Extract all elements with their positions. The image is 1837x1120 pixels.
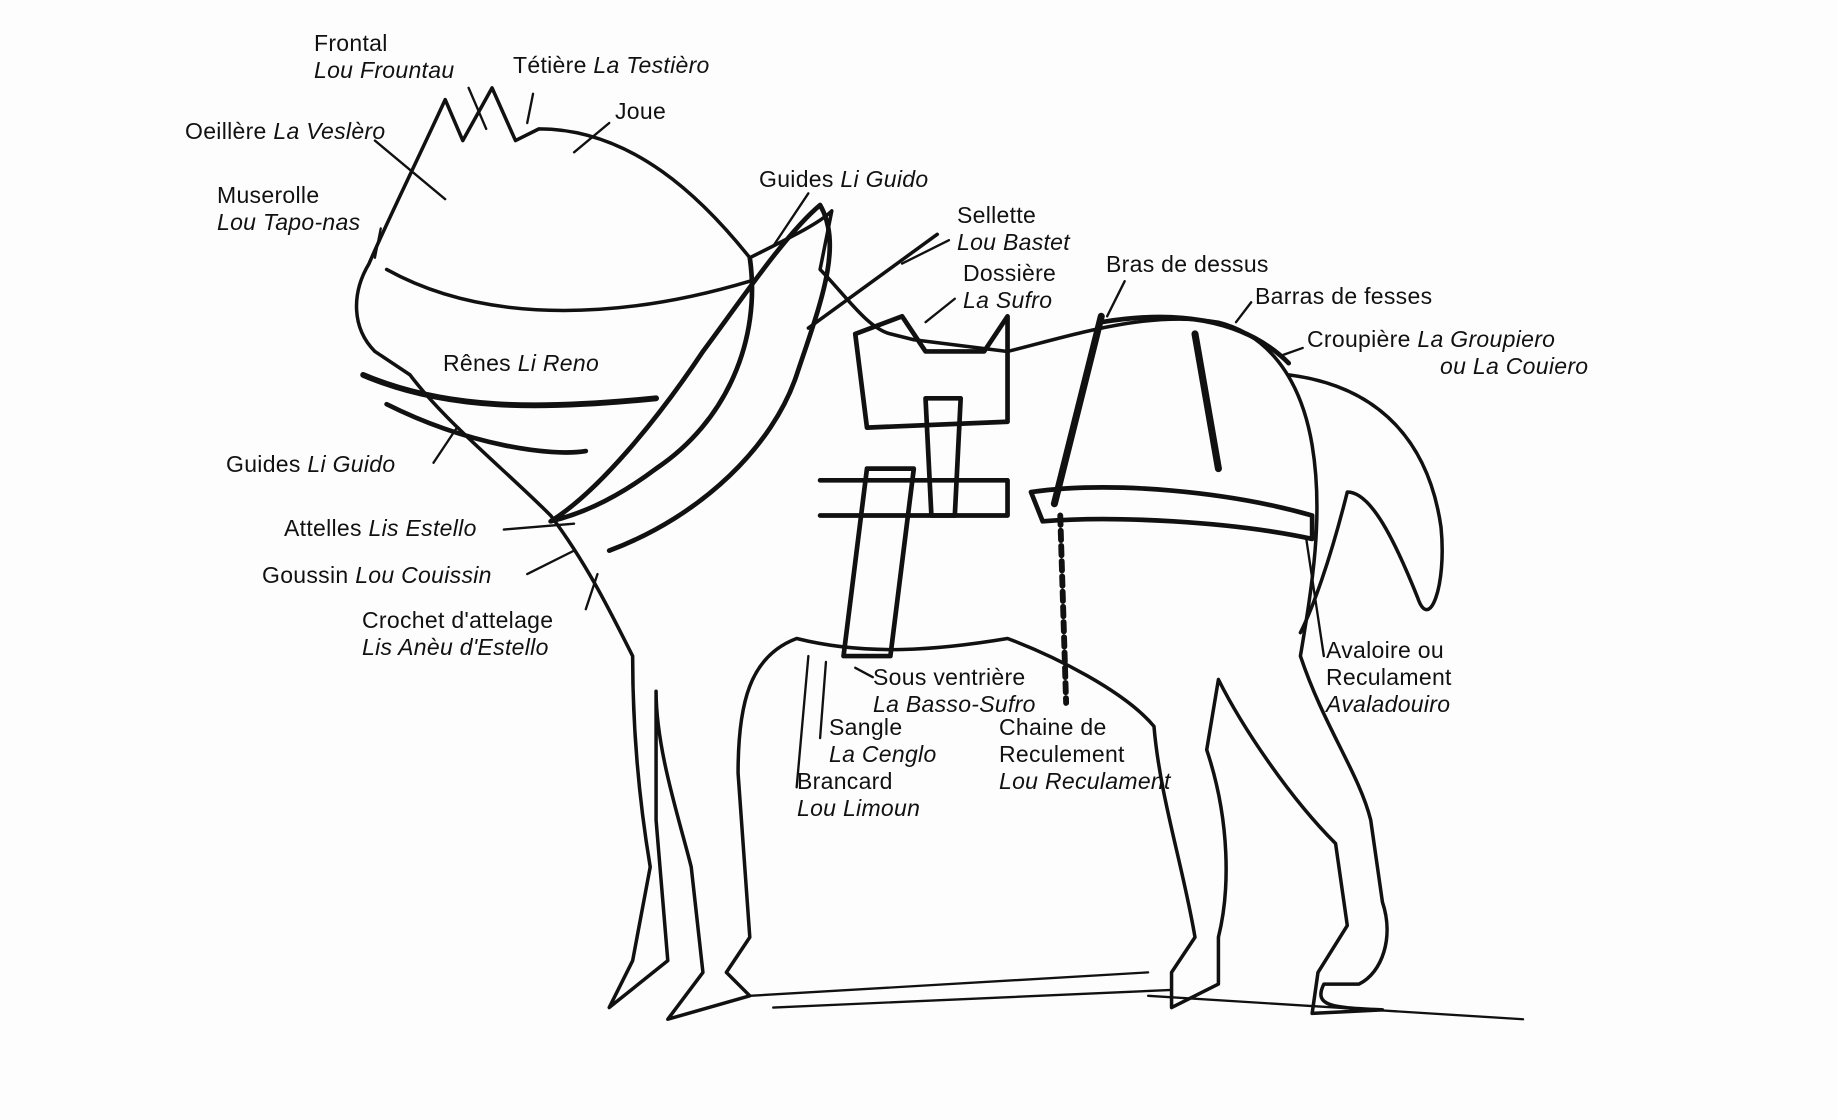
label-fr: Bras de dessus: [1106, 251, 1269, 277]
label-fr: Guides: [226, 451, 301, 477]
label-oc: La Veslèro: [273, 118, 386, 144]
label-oc: La Basso-Sufro: [873, 691, 1036, 717]
label-fr: Muserolle: [217, 182, 320, 208]
label-oc: La Testièro: [593, 52, 710, 78]
label-renes: Rênes Li Reno: [443, 350, 600, 377]
label-oc: Lou Limoun: [797, 795, 921, 821]
horse-tail: [1286, 373, 1444, 635]
guides-line-2: [384, 401, 589, 455]
label-fr: Barras de fesses: [1255, 283, 1433, 309]
label-oc: Lou Frountau: [314, 57, 455, 83]
label-fr: Croupière: [1307, 326, 1411, 352]
guides-line: [360, 371, 660, 409]
bellyband: [923, 395, 964, 518]
label-oc: La Cenglo: [829, 741, 937, 767]
breeching-strap: [1028, 485, 1315, 542]
label-fr: Sangle: [829, 714, 903, 740]
label-crochet: Crochet d'attelage Lis Anèu d'Estello: [362, 607, 553, 661]
hip-strap: [1050, 312, 1222, 508]
label-oc: Li Reno: [517, 350, 600, 376]
label-oc: Li Guido: [840, 166, 929, 192]
label-fr: Frontal: [314, 30, 388, 56]
label-brancard: Brancard Lou Limoun: [797, 768, 920, 822]
label-barras-de-fesses: Barras de fesses: [1255, 283, 1432, 310]
label-croupiere: Croupière La Groupiero ou La Couiero: [1307, 326, 1588, 380]
reins-line: [384, 267, 752, 313]
label-fr-2: Reculement: [999, 741, 1125, 767]
label-goussin: Goussin Lou Couissin: [262, 562, 492, 589]
label-oc: La Groupiero: [1417, 326, 1556, 352]
label-fr: Joue: [615, 98, 667, 124]
label-oc: Lou Reculament: [999, 768, 1171, 794]
label-bras-de-dessus: Bras de dessus: [1106, 251, 1269, 278]
label-oc: Li Guido: [307, 451, 396, 477]
label-fr: Tétière: [513, 52, 587, 78]
label-muserolle: Muserolle Lou Tapo-nas: [217, 182, 360, 236]
label-sous-ventriere: Sous ventrière La Basso-Sufro: [873, 664, 1036, 718]
shaft-line: [806, 232, 940, 330]
saddle-outline: [852, 313, 1010, 430]
label-fr: Brancard: [797, 768, 893, 794]
label-guides-top: Guides Li Guido: [759, 166, 928, 193]
label-fr: Goussin: [262, 562, 349, 588]
label-fr: Attelles: [284, 515, 362, 541]
ground-shadow: [748, 971, 1525, 1021]
label-fr: Oeillère: [185, 118, 267, 144]
label-oc: Avaladouiro: [1326, 691, 1451, 717]
label-fr: Sellette: [957, 202, 1037, 228]
label-attelles: Attelles Lis Estello: [284, 515, 477, 542]
girth-band: [841, 466, 917, 659]
label-oc-alt: ou La Couiero: [1440, 353, 1589, 379]
label-oc: Lou Couissin: [355, 562, 492, 588]
label-tetiere: Tétière La Testièro: [513, 52, 710, 79]
label-sangle: Sangle La Cenglo: [829, 714, 937, 768]
label-fr: Guides: [759, 166, 834, 192]
label-fr-2: Reculament: [1326, 664, 1452, 690]
brancard-bar: [817, 477, 1010, 518]
label-dossiere: Dossière La Sufro: [963, 260, 1056, 314]
horse-head-outline: [354, 86, 1389, 1022]
label-guides-left: Guides Li Guido: [226, 451, 395, 478]
label-fr: Sous ventrière: [873, 664, 1026, 690]
leader-lines: [373, 86, 1326, 789]
label-oc: Lou Bastet: [957, 229, 1070, 255]
label-oc: Lou Tapo-nas: [217, 209, 361, 235]
label-avaloire: Avaloire ou Reculament Avaladouiro: [1326, 637, 1452, 718]
label-chaine: Chaine de Reculement Lou Reculament: [999, 714, 1171, 795]
label-oc: Lis Anèu d'Estello: [362, 634, 549, 660]
label-oc: La Sufro: [963, 287, 1053, 313]
collar-outline: [548, 202, 833, 553]
label-oeillere: Oeillère La Veslèro: [185, 118, 385, 145]
label-fr: Chaine de: [999, 714, 1107, 740]
label-fr: Dossière: [963, 260, 1057, 286]
label-joue: Joue: [615, 98, 666, 125]
label-sellette: Sellette Lou Bastet: [957, 202, 1070, 256]
label-oc: Lis Estello: [368, 515, 477, 541]
label-fr: Avaloire ou: [1326, 637, 1444, 663]
label-fr: Crochet d'attelage: [362, 607, 554, 633]
crupper-strap: [1098, 314, 1292, 366]
label-frontal: Frontal Lou Frountau: [314, 30, 454, 84]
chain: [1057, 512, 1070, 706]
label-fr: Rênes: [443, 350, 511, 376]
